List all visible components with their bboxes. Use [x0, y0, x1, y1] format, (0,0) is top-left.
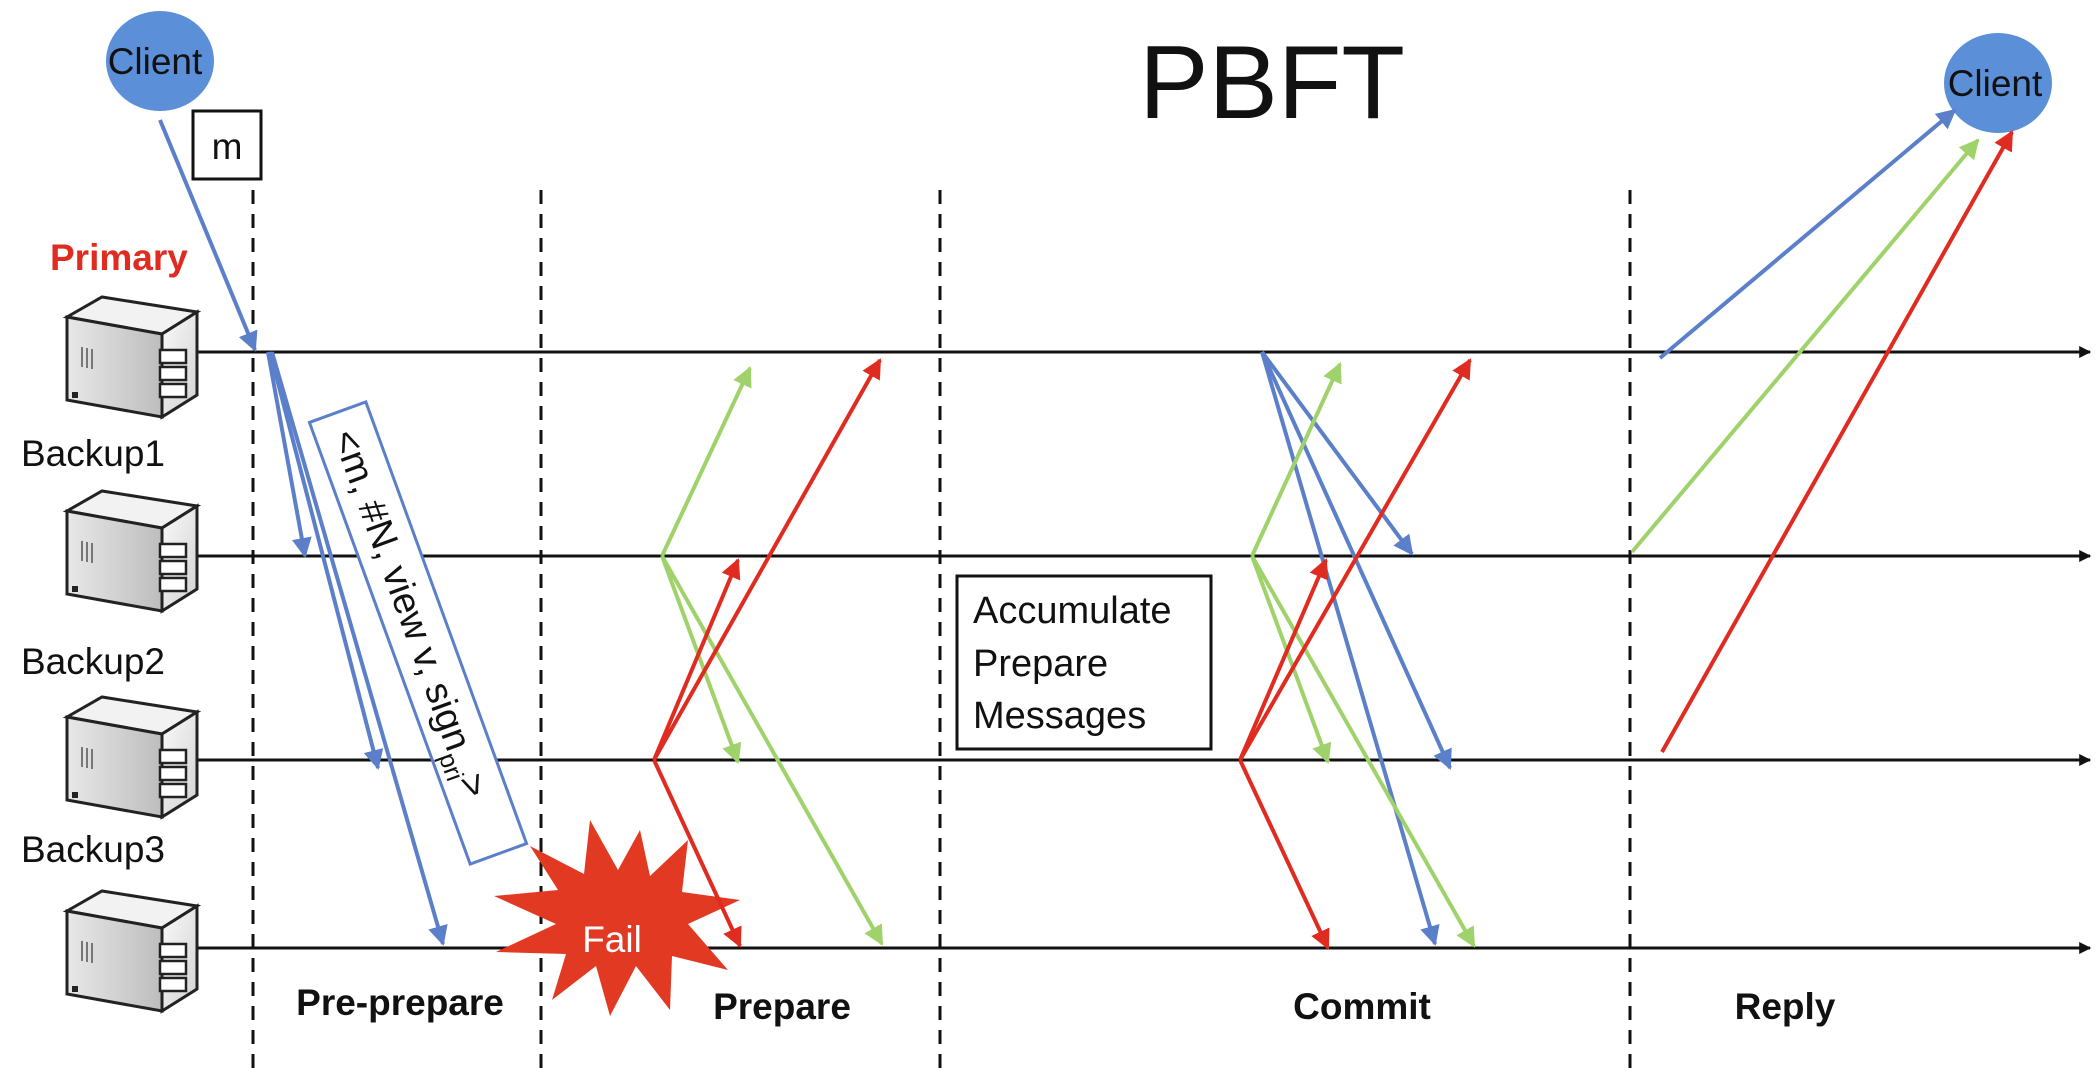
- phase-label-reply: Reply: [1735, 986, 1836, 1027]
- reply-arrows: [1630, 108, 2014, 753]
- commit-arrows-red: [1238, 358, 1472, 950]
- accumulate-line: Prepare: [973, 643, 1108, 685]
- client-left-label: Client: [108, 41, 203, 82]
- server-icon: [65, 695, 199, 819]
- prepare-arrow: [660, 555, 742, 764]
- request-arrow: [158, 119, 258, 352]
- node-label-backup2: Backup2: [21, 641, 165, 682]
- request-message-label: m: [212, 126, 243, 167]
- server-icon: [65, 295, 199, 419]
- diagram-title: PBFT: [1139, 25, 1405, 141]
- client-right-circle: [1944, 33, 2052, 133]
- client-right-label: Client: [1948, 63, 2043, 104]
- commit-arrow: [1250, 555, 1332, 764]
- accumulate-box: Accumulate Prepare Messages: [955, 574, 1213, 751]
- prepare-arrows-red: [652, 358, 882, 948]
- pre-prepare-arrows: [266, 351, 448, 946]
- client-left-circle: [106, 11, 214, 111]
- phase-label-prepare: Prepare: [713, 986, 851, 1027]
- prepare-arrow: [660, 366, 752, 557]
- pre-prepare-arrow: [270, 351, 448, 946]
- fail-label: Fail: [582, 919, 642, 960]
- commit-arrow: [1250, 362, 1342, 557]
- reply-arrow: [1630, 138, 1980, 554]
- request-message-box: m: [191, 109, 263, 181]
- pre-prepare-arrow: [268, 351, 384, 770]
- phase-label-commit: Commit: [1293, 986, 1431, 1027]
- client-left: Client: [106, 11, 214, 111]
- commit-arrow: [1260, 350, 1414, 556]
- client-right: Client: [1944, 33, 2052, 133]
- server-icon: [65, 889, 199, 1013]
- commit-arrow: [1238, 558, 1329, 761]
- commit-arrow: [1250, 555, 1476, 948]
- fail-burst: Fail: [494, 820, 740, 1016]
- pre-prepare-arrow: [266, 351, 312, 558]
- pre-prepare-message-main: <m, #N, view v, sign: [324, 424, 479, 756]
- prepare-arrow: [652, 558, 741, 761]
- prepare-arrows-green: [660, 366, 884, 946]
- commit-arrow: [1238, 759, 1330, 950]
- primary-label: Primary: [50, 237, 188, 278]
- accumulate-line: Accumulate: [973, 590, 1172, 632]
- prepare-arrow: [652, 759, 742, 948]
- commit-arrow: [1238, 358, 1472, 761]
- node-label-backup3: Backup3: [21, 829, 165, 870]
- reply-arrow: [1660, 130, 2014, 753]
- node-label-backup1: Backup1: [21, 433, 165, 474]
- commit-arrow: [1260, 351, 1440, 946]
- fail-icon: [494, 820, 740, 1016]
- commit-arrows-green: [1250, 362, 1476, 948]
- prepare-arrow: [652, 358, 882, 761]
- phase-label-pre-prepare: Pre-prepare: [296, 982, 504, 1023]
- prepare-arrow: [660, 555, 884, 946]
- phase-separators: [251, 190, 1632, 1070]
- server-icon: [65, 489, 199, 613]
- reply-arrow: [1658, 108, 1957, 360]
- accumulate-line: Messages: [973, 695, 1146, 737]
